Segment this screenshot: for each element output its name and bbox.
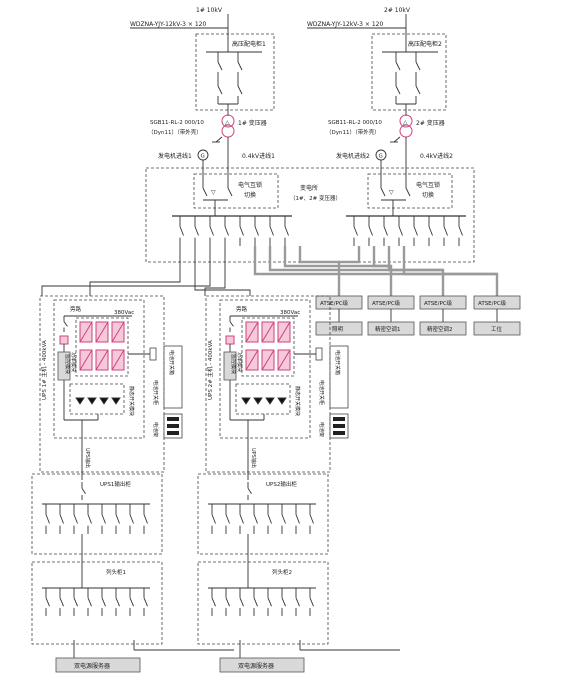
transformer-1: △ 1# 变压器 SGB11-RL-2 000/10 （Dyn11）（带外壳） <box>148 110 267 180</box>
transfer-1-label-line2: 切换 <box>244 191 256 199</box>
ups-2-static-label: 静态开关模块 <box>294 386 301 416</box>
incoming-voltage-2: 2# 10kV <box>384 7 411 14</box>
generator-2-symbol: G <box>379 154 383 160</box>
lv-line-2-label: 0.4kV进线2 <box>420 152 453 160</box>
transformer-2-spec: （Dyn11）（带外壳） <box>326 128 380 136</box>
hv-incomer-2: 2# 10kV WDZNA-YJY-12kV-3 × 120 高压配电柜2 <box>307 7 447 111</box>
svg-text:△: △ <box>403 119 408 126</box>
load-label-3: 精密空调2 <box>427 325 453 333</box>
transformer-1-spec: （Dyn11）（带外壳） <box>148 128 202 136</box>
load-label-4: 工位 <box>491 325 503 333</box>
ups-1-voltage-label: 380Vac <box>114 310 134 316</box>
ups-1-static-label: 静态开关模块 <box>128 386 135 416</box>
ups-1-host-label: UPS 1# 主机 - 400kVA <box>40 340 48 400</box>
substation-subtitle: （1#、2# 变压器） <box>290 194 341 202</box>
ups-2-battery-cabinet-label: 电池开关柜 <box>318 380 325 405</box>
generator-2: 发电机进线2 G 0.4kV进线2 <box>336 149 453 180</box>
server-group: 双电源服务器 双电源服务器 <box>55 657 305 673</box>
transfer-2-label-line2: 切换 <box>422 191 434 199</box>
ups-2-battery-switch-box <box>329 345 349 409</box>
load-label-1: 照明 <box>332 326 344 333</box>
ups-2-host-label: UPS 2# 主机 - 400kVA <box>206 340 214 400</box>
ups-2-output-label: UPS输出 <box>250 448 257 468</box>
ups-1-bypass-label: 旁路 <box>70 305 82 313</box>
load-label-2: 精密空调1 <box>375 325 401 333</box>
generator-1: 发电机进线1 G 0.4kV进线1 <box>158 149 275 180</box>
atse-label-1: ATSE/PC级 <box>320 299 349 307</box>
incoming-cable-2: WDZNA-YJY-12kV-3 × 120 <box>307 21 383 28</box>
ups-1-power-label: 功率模块 <box>70 352 77 372</box>
feeder-routing <box>41 246 499 296</box>
ups-2-battery-switch-label: 电池开关箱 <box>334 350 341 375</box>
atse-label-2: ATSE/PC级 <box>372 299 401 307</box>
ups-1-output-label: UPS输出 <box>84 448 91 468</box>
transformer-2-primary-coil <box>399 114 413 128</box>
ups-1-battery-cabinet-label: 电池开关柜 <box>152 380 159 405</box>
ups-1-head-cabinet-label: 列头柜1 <box>106 568 126 576</box>
ups-1-battery-rack-label: 电池架 <box>152 422 159 437</box>
ups-1-battery-switch-box <box>163 345 183 409</box>
load-box-ac-1 <box>367 321 415 336</box>
transformer-2: △ 2# 变压器 SGB11-RL-2 000/10 （Dyn11）（带外壳） <box>326 110 445 180</box>
ups-1-monitor-label: 监控模块 <box>64 354 71 374</box>
atse-label-3: ATSE/PC级 <box>424 299 453 307</box>
svg-text:▽: ▽ <box>211 189 216 196</box>
generator-line-2-label: 发电机进线2 <box>336 152 370 160</box>
ups-2-monitor-module <box>223 351 237 381</box>
server-label-1: 双电源服务器 <box>74 662 110 670</box>
svg-text:▽: ▽ <box>389 189 394 196</box>
load-box-ac-2 <box>419 321 467 336</box>
generator-line-1-label: 发电机进线1 <box>158 152 192 160</box>
server-label-2: 双电源服务器 <box>238 662 274 670</box>
atse-label-4: ATSE/PC级 <box>478 299 507 307</box>
server-box-2 <box>219 657 305 673</box>
hv-incomer-1: 1# 10kV WDZNA-YJY-12kV-3 × 120 高压配电柜1 <box>130 7 275 111</box>
ups-2-power-label: 功率模块 <box>236 352 243 372</box>
hv-cabinet-1-label: 高压配电柜1 <box>232 40 266 48</box>
transformer-1-model: SGB11-RL-2 000/10 <box>150 120 204 126</box>
ups-1-output-cabinet-label: UPS1输出柜 <box>100 480 131 488</box>
server-box-1 <box>55 657 141 673</box>
ups-2-voltage-label: 380Vac <box>280 310 300 316</box>
ups-2-output-cabinet-label: UPS2输出柜 <box>266 480 297 488</box>
transfer-1-label-line1: 电气互锁 <box>238 181 262 189</box>
svg-text:△: △ <box>225 119 230 126</box>
atse-group: ATSE/PC级 ATSE/PC级 ATSE/PC级 ATSE/PC级 照明 精… <box>315 295 521 336</box>
load-box-workstation <box>473 321 521 336</box>
ups-1-battery-switch-label: 电池开关箱 <box>168 350 175 375</box>
transformer-2-name: 2# 变压器 <box>416 119 445 127</box>
generator-1-symbol: G <box>201 154 205 160</box>
incoming-voltage-1: 1# 10kV <box>196 7 223 14</box>
substation-title: 变电所 <box>300 184 318 192</box>
load-box-lighting <box>315 321 363 336</box>
ups-2-head-cabinet-label: 列头柜2 <box>272 568 292 576</box>
ups-1-monitor-module <box>57 351 71 381</box>
lv-line-1-label: 0.4kV进线1 <box>242 152 275 160</box>
ups-system-2: UPS 2# 主机 - 400kVA 旁路 380Vac 监控模块功率模块静态开关模块… <box>197 295 400 658</box>
transfer-2-label-line1: 电气互锁 <box>416 181 440 189</box>
transformer-1-name: 1# 变压器 <box>238 119 267 127</box>
transformer-1-primary-coil <box>221 114 235 128</box>
hv-cabinet-2-label: 高压配电柜2 <box>408 40 442 48</box>
transformer-2-model: SGB11-RL-2 000/10 <box>328 120 382 126</box>
incoming-cable-1: WDZNA-YJY-12kV-3 × 120 <box>130 21 206 28</box>
ups-2-battery-rack-label: 电池架 <box>318 422 325 437</box>
ups-2-monitor-label: 监控模块 <box>230 354 237 374</box>
ups-2-bypass-label: 旁路 <box>236 305 248 313</box>
